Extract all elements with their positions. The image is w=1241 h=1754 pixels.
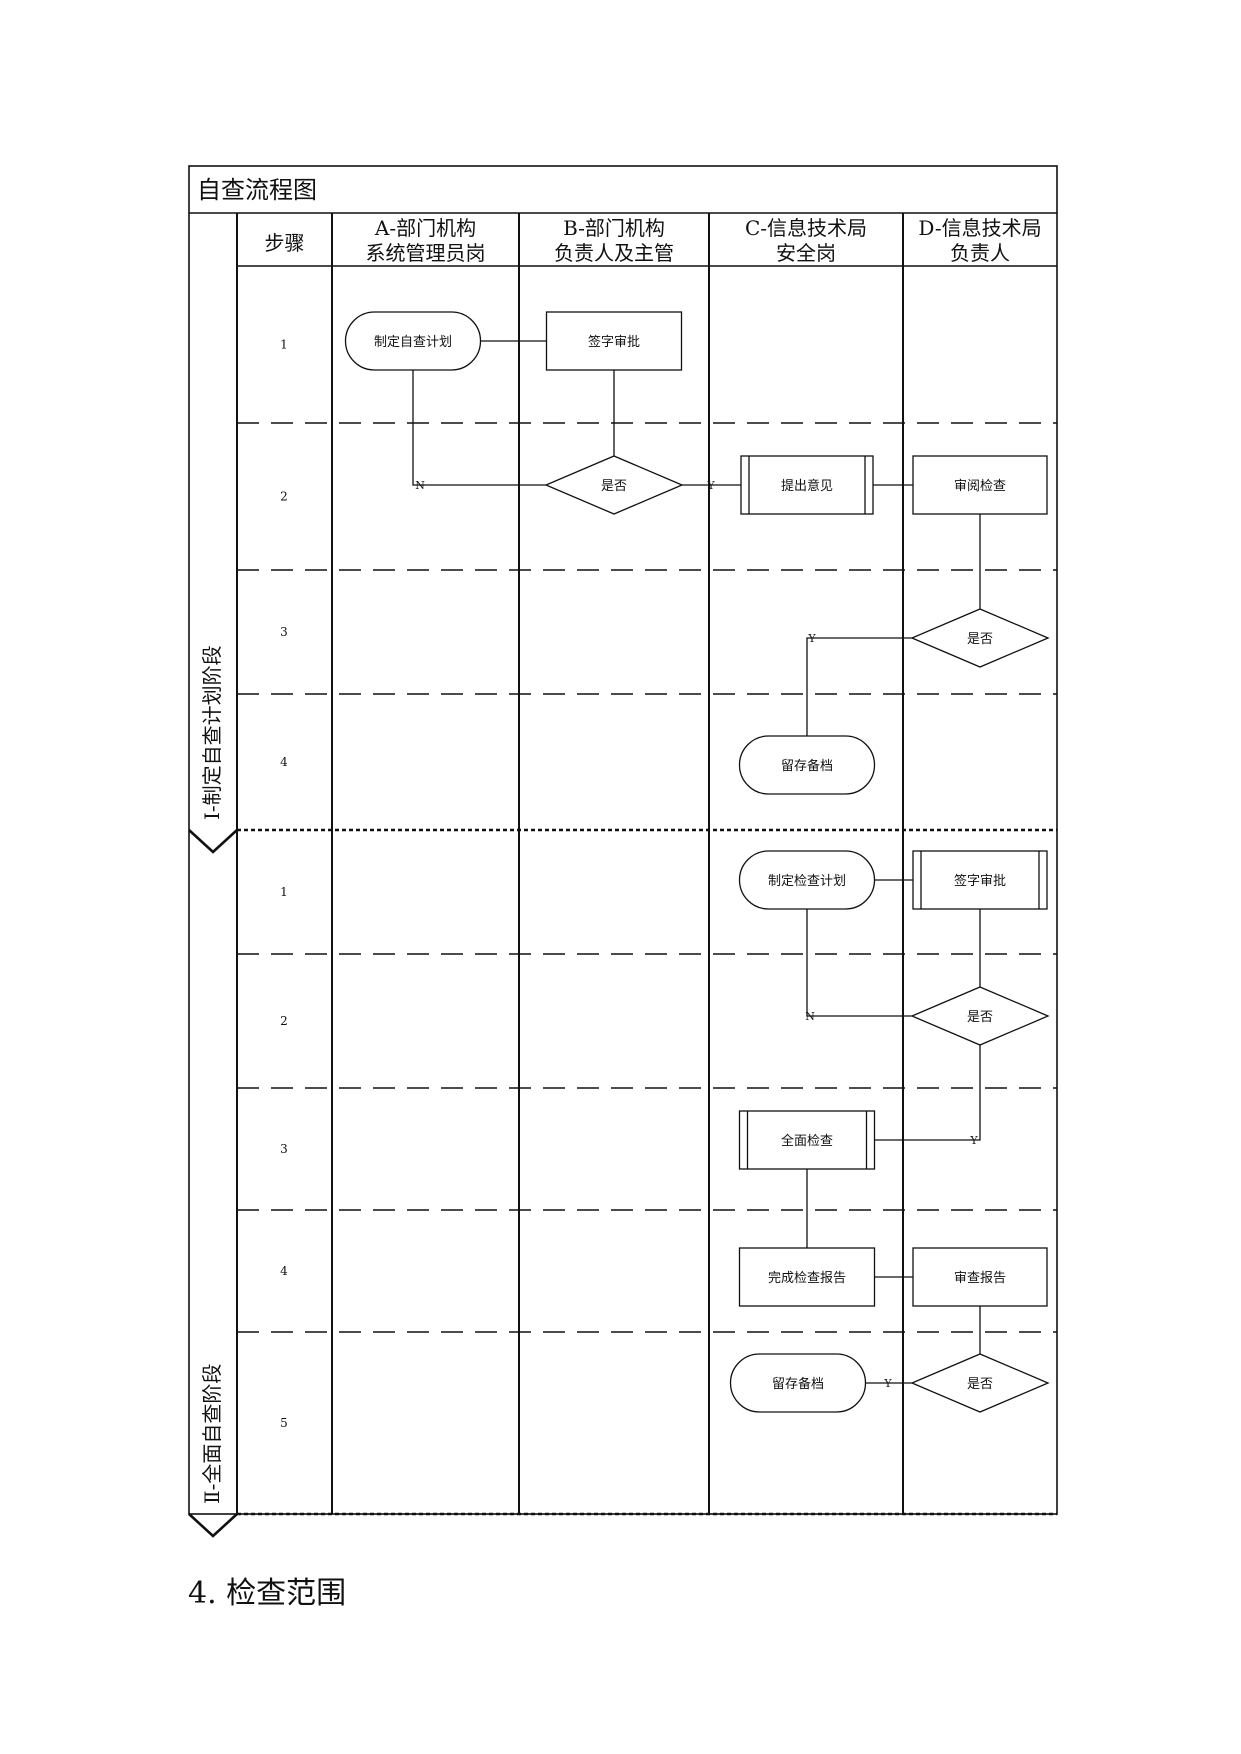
node-terminal: 留存备档: [729, 1353, 867, 1413]
step-number: 3: [280, 1142, 288, 1156]
column-header-label: D-信息技术局: [918, 216, 1041, 240]
node-label: 是否: [967, 1010, 993, 1025]
phase-band-p2: Ⅱ-全面自查阶段: [188, 1364, 238, 1538]
phase-band-p1: Ⅰ-制定自查计划阶段: [188, 645, 238, 854]
edge-line: [412, 370, 546, 486]
node-process: 签字审批: [545, 311, 683, 371]
flowchart-nodes: 制定自查计划签字审批是否提出意见审阅检查是否留存备档制定检查计划签字审批是否全面…: [344, 311, 1050, 1413]
step-number: 4: [280, 755, 288, 769]
edge: N: [805, 909, 912, 1023]
node-shape: [912, 455, 1048, 515]
node-label: 提出意见: [781, 478, 833, 494]
node-decision: 是否: [544, 455, 684, 515]
node-terminal: 留存备档: [738, 735, 876, 795]
column-header-step: 步骤: [265, 231, 305, 255]
edge-label: N: [415, 479, 425, 492]
step-number: 2: [280, 1014, 288, 1028]
node-label: 签字审批: [954, 873, 1006, 889]
node-subprocess: 全面检查: [738, 1110, 876, 1170]
node-shape: [740, 455, 874, 515]
node-label: 留存备档: [781, 758, 833, 774]
node-process: 完成检查报告: [738, 1247, 876, 1307]
edge-line: [806, 637, 912, 736]
phase-label: Ⅱ-全面自查阶段: [200, 1364, 224, 1504]
column-header-label: 系统管理员岗: [366, 241, 486, 265]
node-label: 制定检查计划: [768, 874, 846, 889]
node-subprocess: 签字审批: [912, 850, 1048, 910]
node-process: 审阅检查: [912, 455, 1048, 515]
node-decision: 是否: [910, 986, 1050, 1046]
node-label: 是否: [967, 1377, 993, 1392]
step-number: 1: [280, 338, 288, 352]
node-terminal: 制定自查计划: [344, 311, 482, 371]
node-shape: [910, 608, 1050, 668]
node-shape: [910, 1353, 1050, 1413]
edge: Y: [874, 1045, 981, 1147]
edge-label: N: [805, 1010, 815, 1023]
diagram-title: 自查流程图: [197, 176, 317, 204]
edge: N: [412, 370, 546, 492]
edge: Y: [682, 479, 741, 492]
step-number: 4: [280, 1264, 288, 1278]
node-decision: 是否: [910, 608, 1050, 668]
node-label: 是否: [967, 632, 993, 647]
flowchart-edges: N Y Y N Y Y: [412, 340, 981, 1390]
node-label: 签字审批: [588, 334, 640, 350]
edge: Y: [806, 632, 912, 736]
node-subprocess: 提出意见: [740, 455, 874, 515]
phase-label: Ⅰ-制定自查计划阶段: [200, 645, 224, 820]
edge-label: Y: [883, 1377, 892, 1390]
edge-line: [806, 909, 912, 1017]
node-shape: [738, 1110, 876, 1170]
phase-chevron: [188, 1513, 238, 1538]
node-terminal: 制定检查计划: [738, 850, 876, 910]
phase-chevron: [188, 829, 238, 854]
node-decision: 是否: [910, 1353, 1050, 1413]
edge: Y: [865, 1377, 912, 1390]
node-label: 全面检查: [781, 1133, 833, 1149]
column-header-label: C-信息技术局: [745, 216, 867, 240]
node-label: 审阅检查: [954, 479, 1006, 494]
step-number: 3: [280, 625, 288, 639]
edge-label: Y: [807, 632, 816, 645]
node-label: 制定自查计划: [374, 335, 452, 350]
column-header-label: 步骤: [265, 231, 305, 255]
node-label: 是否: [601, 479, 627, 494]
edge-line: [874, 1045, 981, 1141]
node-label: 审查报告: [954, 1271, 1006, 1286]
step-number: 2: [280, 490, 288, 504]
column-header-label: 安全岗: [776, 241, 836, 265]
node-shape: [738, 1247, 876, 1307]
edge-label: Y: [969, 1134, 978, 1147]
node-label: 完成检查报告: [768, 1271, 846, 1286]
column-header-label: A-部门机构: [374, 216, 476, 240]
column-header-label: 负责人及主管: [554, 241, 674, 265]
step-number: 5: [280, 1416, 288, 1430]
step-number: 1: [280, 885, 288, 899]
node-process: 审查报告: [912, 1247, 1048, 1307]
node-shape: [544, 455, 684, 515]
column-header-label: 负责人: [950, 241, 1010, 265]
node-label: 留存备档: [772, 1376, 824, 1392]
edge-label: Y: [706, 479, 715, 492]
column-header-label: B-部门机构: [563, 216, 665, 240]
section-heading: 4. 检查范围: [188, 1576, 347, 1611]
node-shape: [912, 850, 1048, 910]
